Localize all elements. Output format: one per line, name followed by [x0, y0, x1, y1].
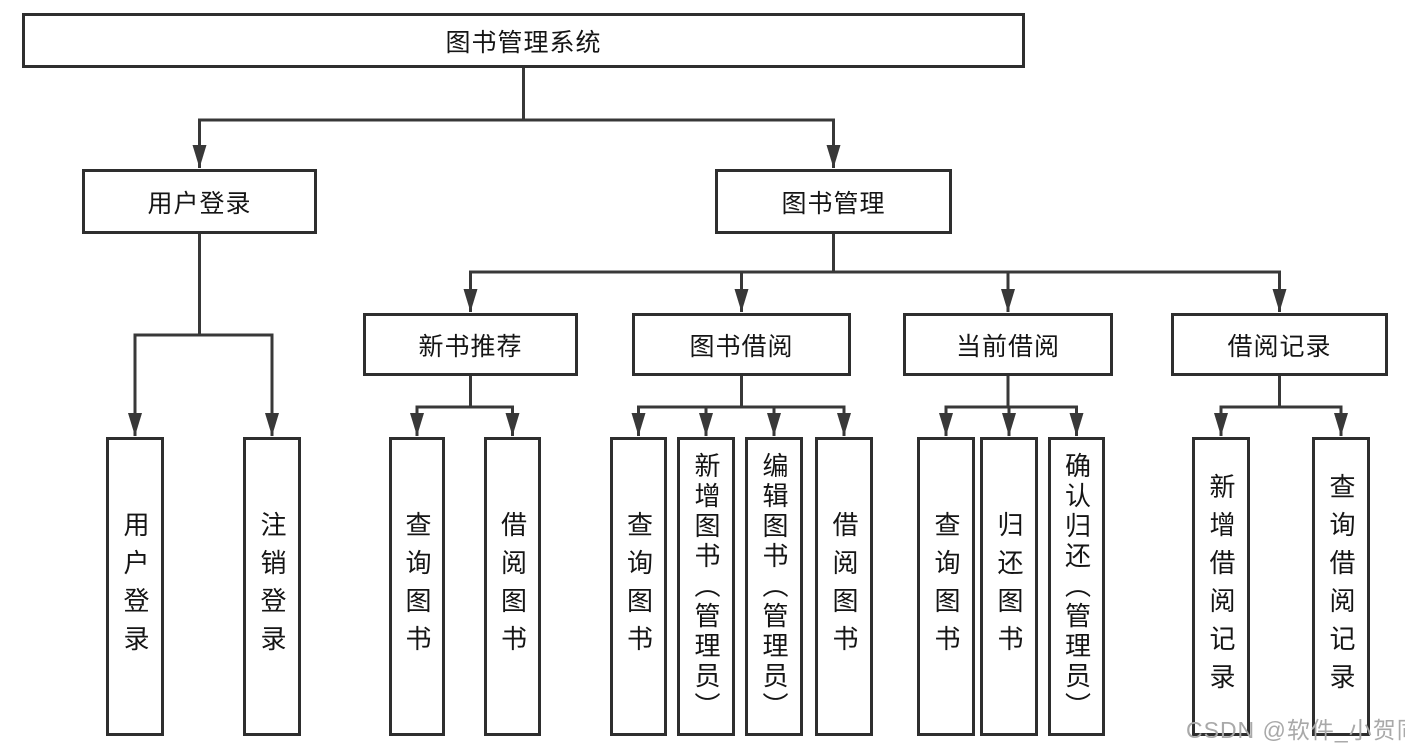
node-label: 借阅图书: [497, 510, 528, 663]
node-book-borrow: 图书借阅: [632, 313, 851, 376]
node-label: 用户登录: [120, 510, 150, 663]
node-book-mgmt: 图书管理: [715, 169, 952, 234]
node-br-query: 查询借阅记录: [1312, 437, 1370, 736]
node-label: 用户登录: [147, 189, 252, 218]
node-bb-query: 查询图书: [610, 437, 667, 736]
node-nbr-query: 查询图书: [389, 437, 445, 736]
node-label: 图书借阅: [689, 332, 794, 361]
node-label: 借阅记录: [1227, 332, 1332, 361]
node-label: 确认归还（管理员）: [1061, 451, 1092, 722]
node-current-borrow: 当前借阅: [903, 313, 1113, 376]
node-user-login-v: 用户登录: [106, 437, 164, 736]
node-label: 查询图书: [931, 510, 961, 663]
node-root: 图书管理系统: [22, 13, 1025, 68]
node-bb-edit: 编辑图书（管理员）: [745, 437, 803, 736]
node-label: 图书管理系统: [445, 28, 602, 57]
watermark: CSDN @软件_小贺同学: [1186, 717, 1405, 743]
node-label: 新书推荐: [418, 332, 523, 361]
node-label: 当前借阅: [955, 332, 1060, 361]
node-cb-return: 归还图书: [980, 437, 1038, 736]
node-label: 新增图书（管理员）: [691, 451, 721, 722]
node-logout: 注销登录: [243, 437, 301, 736]
node-label: 图书管理: [781, 189, 886, 218]
node-new-book-rec: 新书推荐: [363, 313, 578, 376]
node-br-add: 新增借阅记录: [1192, 437, 1250, 736]
node-cb-confirm: 确认归还（管理员）: [1048, 437, 1105, 736]
node-label: 查询图书: [402, 510, 432, 663]
node-nbr-borrow: 借阅图书: [484, 437, 541, 736]
node-bb-borrow: 借阅图书: [815, 437, 873, 736]
node-user-login: 用户登录: [82, 169, 317, 234]
node-label: 归还图书: [994, 510, 1024, 663]
node-label: 借阅图书: [829, 510, 859, 663]
node-label: 注销登录: [257, 510, 287, 663]
node-label: 查询图书: [623, 510, 654, 663]
node-label: 新增借阅记录: [1206, 472, 1236, 701]
node-borrow-records: 借阅记录: [1171, 313, 1388, 376]
node-label: 查询借阅记录: [1326, 472, 1356, 701]
node-label: 编辑图书（管理员）: [759, 451, 789, 722]
node-cb-query: 查询图书: [917, 437, 975, 736]
node-bb-add: 新增图书（管理员）: [677, 437, 735, 736]
